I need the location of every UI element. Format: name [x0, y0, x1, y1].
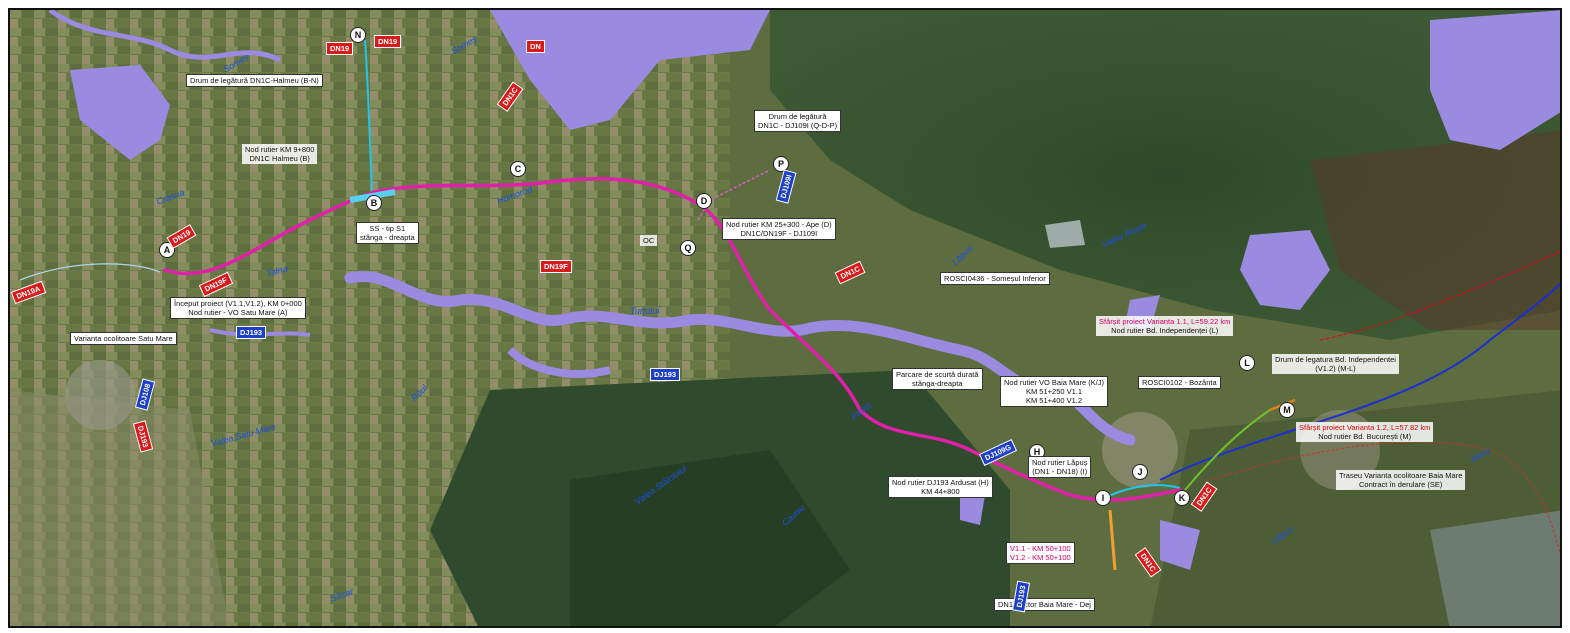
road-dn19-a: DN19: [326, 42, 354, 55]
label-dn1-sector: DN1 Sector Baia Mare - Dej: [994, 598, 1095, 611]
road-dj193: DJ193: [236, 326, 267, 339]
node-q[interactable]: Q: [680, 240, 696, 256]
node-i[interactable]: I: [1095, 490, 1111, 506]
node-k[interactable]: K: [1174, 490, 1190, 506]
road-dn-top: DN: [526, 40, 545, 53]
map-background: [10, 10, 1560, 626]
label-rosci0102: ROSCI0102 - Bozânta: [1138, 376, 1221, 389]
label-ape: Nod rutier KM 25+300 - Ape (D)DN1C/DN19F…: [722, 218, 836, 240]
label-lapus: Nod rutier Lăpuș(DN1 - DN18) (I): [1028, 456, 1092, 478]
road-dj193-c: DJ193: [650, 368, 681, 381]
node-n[interactable]: N: [350, 27, 366, 43]
road-dn19f: DN19F: [540, 260, 572, 273]
label-rosci0436: ROSCI0436 - Someșul Inferior: [940, 272, 1050, 285]
label-drum-independentei: Drum de legatura Bd. Independentei(V1.2)…: [1272, 354, 1399, 374]
node-p[interactable]: P: [773, 156, 789, 172]
label-ardusat: Nod rutier DJ193 Ardusat (H)KM 44+800: [888, 476, 993, 498]
label-nod-vo-baia-mare: Nod rutier VO Baia Mare (K/J)KM 51+250 V…: [1000, 376, 1109, 407]
label-oc: OC: [640, 235, 658, 246]
river-label-turtului: Turțului: [630, 306, 660, 316]
road-dn19-b: DN19: [374, 35, 402, 48]
node-c[interactable]: C: [510, 161, 526, 177]
satellite-map[interactable]: A B C D P N Q H I J K L M Drum de legătu…: [8, 8, 1562, 628]
label-halmeu-link: Drum de legătură DN1C-Halmeu (B-N): [186, 74, 323, 87]
label-varianta-satu-mare: Varianta ocolitoare Satu Mare: [70, 332, 177, 345]
node-j[interactable]: J: [1132, 464, 1148, 480]
label-sfarsit-v11: Sfârșit proiect Varianta 1.1, L=59.22 km…: [1096, 316, 1234, 336]
node-d[interactable]: D: [696, 193, 712, 209]
node-l[interactable]: L: [1239, 355, 1255, 371]
node-m[interactable]: M: [1279, 402, 1295, 418]
node-b[interactable]: B: [366, 195, 382, 211]
label-sfarsit-v12: Sfârșit proiect Varianta 1.2, L=57.82 km…: [1296, 422, 1434, 442]
